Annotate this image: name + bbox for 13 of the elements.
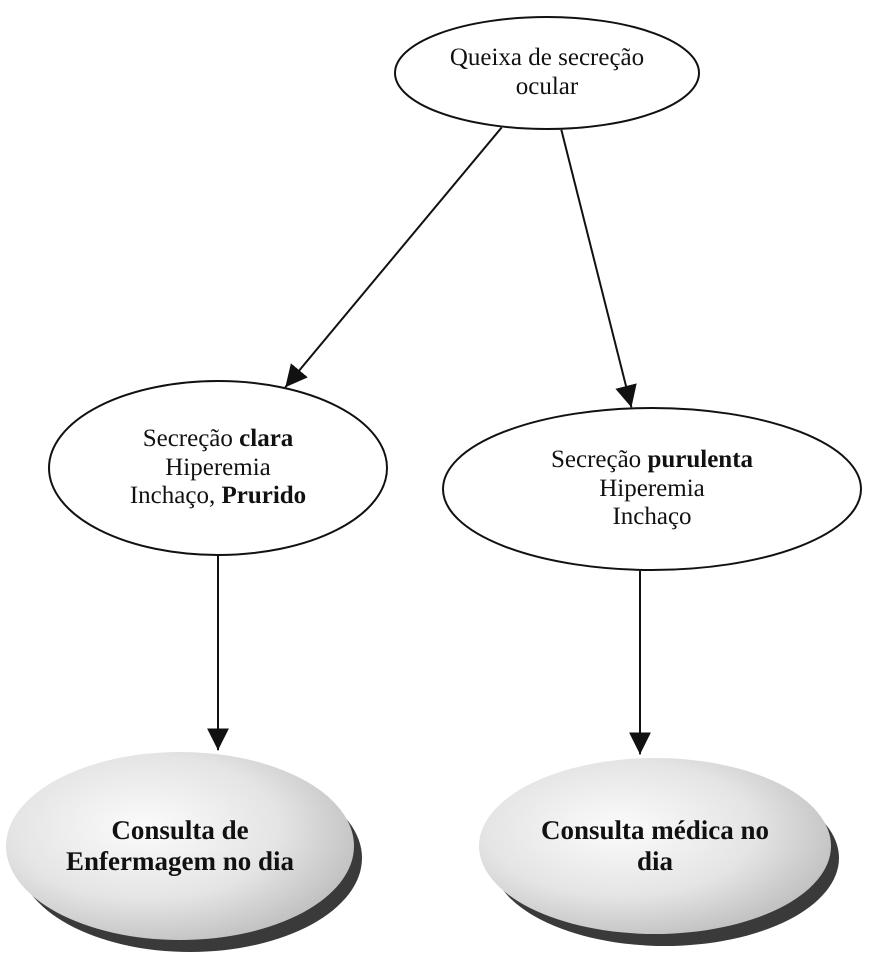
node-text: Inchaço: [612, 503, 692, 532]
node-text: Inchaço, Prurido: [130, 482, 306, 512]
arrow: [284, 126, 502, 388]
node-text: Hiperemia: [599, 474, 705, 504]
node-text: Secreção clara: [142, 424, 294, 454]
arrow: [629, 570, 651, 754]
node-text: Consulta de Enfermagem no dia: [65, 814, 295, 878]
node-text: Queixa de secreção ocular: [448, 44, 646, 102]
arrow: [560, 130, 637, 408]
node-text: Consulta médica no dia: [540, 814, 770, 878]
node-text: Secreção purulenta: [550, 446, 754, 475]
node-text: Hiperemia: [165, 454, 271, 482]
arrow: [207, 556, 229, 750]
